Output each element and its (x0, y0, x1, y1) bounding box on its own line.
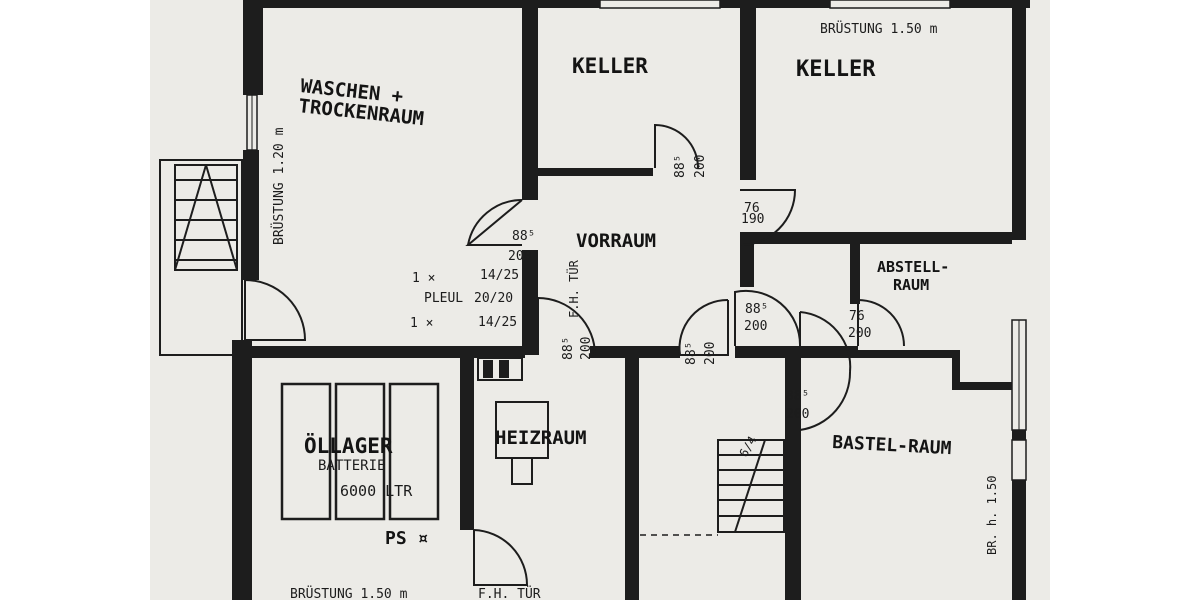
room-label-vorraum: VORRAUM (576, 230, 656, 252)
oil-tanks (280, 382, 440, 521)
paper-sheet (150, 0, 1050, 600)
room-label-abstell-line1: ABSTELL- (877, 258, 949, 276)
note-bruestung-left: BRÜSTUNG 1.20 m (270, 127, 287, 245)
door-4-width: 88⁵ (561, 337, 576, 360)
room-label-abstell-line2: RAUM (893, 276, 929, 294)
door-3-height: 190 (741, 212, 764, 227)
boiler (477, 357, 549, 485)
note-bruestung-bottom: BRÜSTUNG 1.50 m (290, 585, 408, 600)
note-pleuel-2: PLEUL (424, 291, 463, 306)
note-bruestung-right: BR. h. 1.50 (985, 476, 999, 555)
note-pleuel-1: 1 × (412, 271, 435, 286)
door-7-height: 200 (848, 326, 871, 341)
room-label-keller-2: KELLER (796, 57, 876, 82)
note-dim-3: 14/25 (478, 315, 517, 330)
door-2-height: 200 (508, 249, 531, 264)
room-label-keller-1: KELLER (572, 54, 648, 78)
note-pleuel-3: 1 × (410, 316, 433, 331)
oellager-capacity: 6000 LTR (340, 482, 413, 500)
note-fh-tuer-2: F.H. TÜR (478, 585, 541, 600)
windows (246, 0, 1027, 481)
doors (244, 123, 905, 586)
note-dim-2: 20/20 (474, 291, 513, 306)
ps-marker: PS ¤ (385, 528, 428, 549)
room-label-oellager: ÖLLAGER (304, 433, 393, 458)
door-1-width: 88⁵ (673, 155, 688, 178)
door-7-width: 76 (849, 309, 865, 324)
door-3-width: 76 (744, 201, 760, 216)
note-bruestung-top: BRÜSTUNG 1.50 m (820, 20, 938, 37)
door-8-height: 200 (786, 407, 809, 422)
note-dim-1: 14/25 (480, 268, 519, 283)
note-fh-tuer-1: F.H. TÜR (565, 259, 581, 318)
door-4-height: 200 (579, 337, 594, 360)
oellager-battery-note: BATTERIE (318, 458, 385, 474)
walls (232, 0, 1030, 600)
outer-stair (159, 159, 243, 356)
inner-stair (640, 439, 785, 536)
door-2-width: 88⁵ (512, 229, 535, 244)
room-label-heizraum: HEIZRAUM (495, 427, 587, 449)
door-6-height: 200 (744, 319, 767, 334)
door-5-width: 88⁵ (684, 342, 699, 365)
door-8-width: 88⁵ (786, 389, 809, 404)
door-6-width: 88⁵ (745, 302, 768, 317)
door-1-height: 200 (693, 155, 708, 178)
door-5-height: 200 (703, 342, 718, 365)
